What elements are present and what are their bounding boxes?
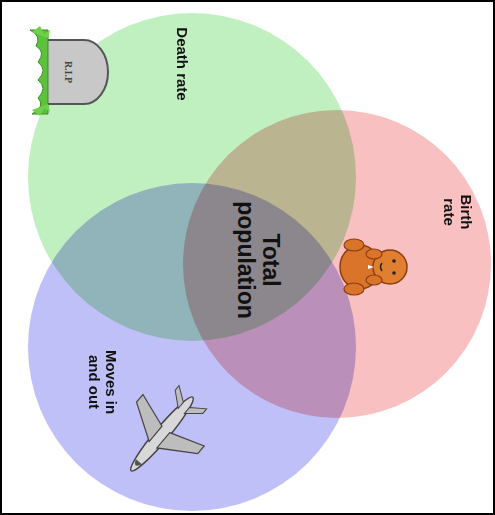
airplane-icon (101, 372, 224, 497)
baby-icon (340, 239, 407, 295)
circle-title: Birth rate (441, 182, 474, 242)
circle-outline (27, 182, 357, 512)
center-label: Total population (233, 195, 284, 325)
circle-title: Death rate (174, 9, 191, 119)
tombstone-icon (30, 26, 108, 116)
tombstone-inscription: R.I.P (63, 52, 74, 92)
circle-title: Moves in and out (86, 346, 119, 418)
migration-circle: Moves in and out (27, 182, 357, 512)
